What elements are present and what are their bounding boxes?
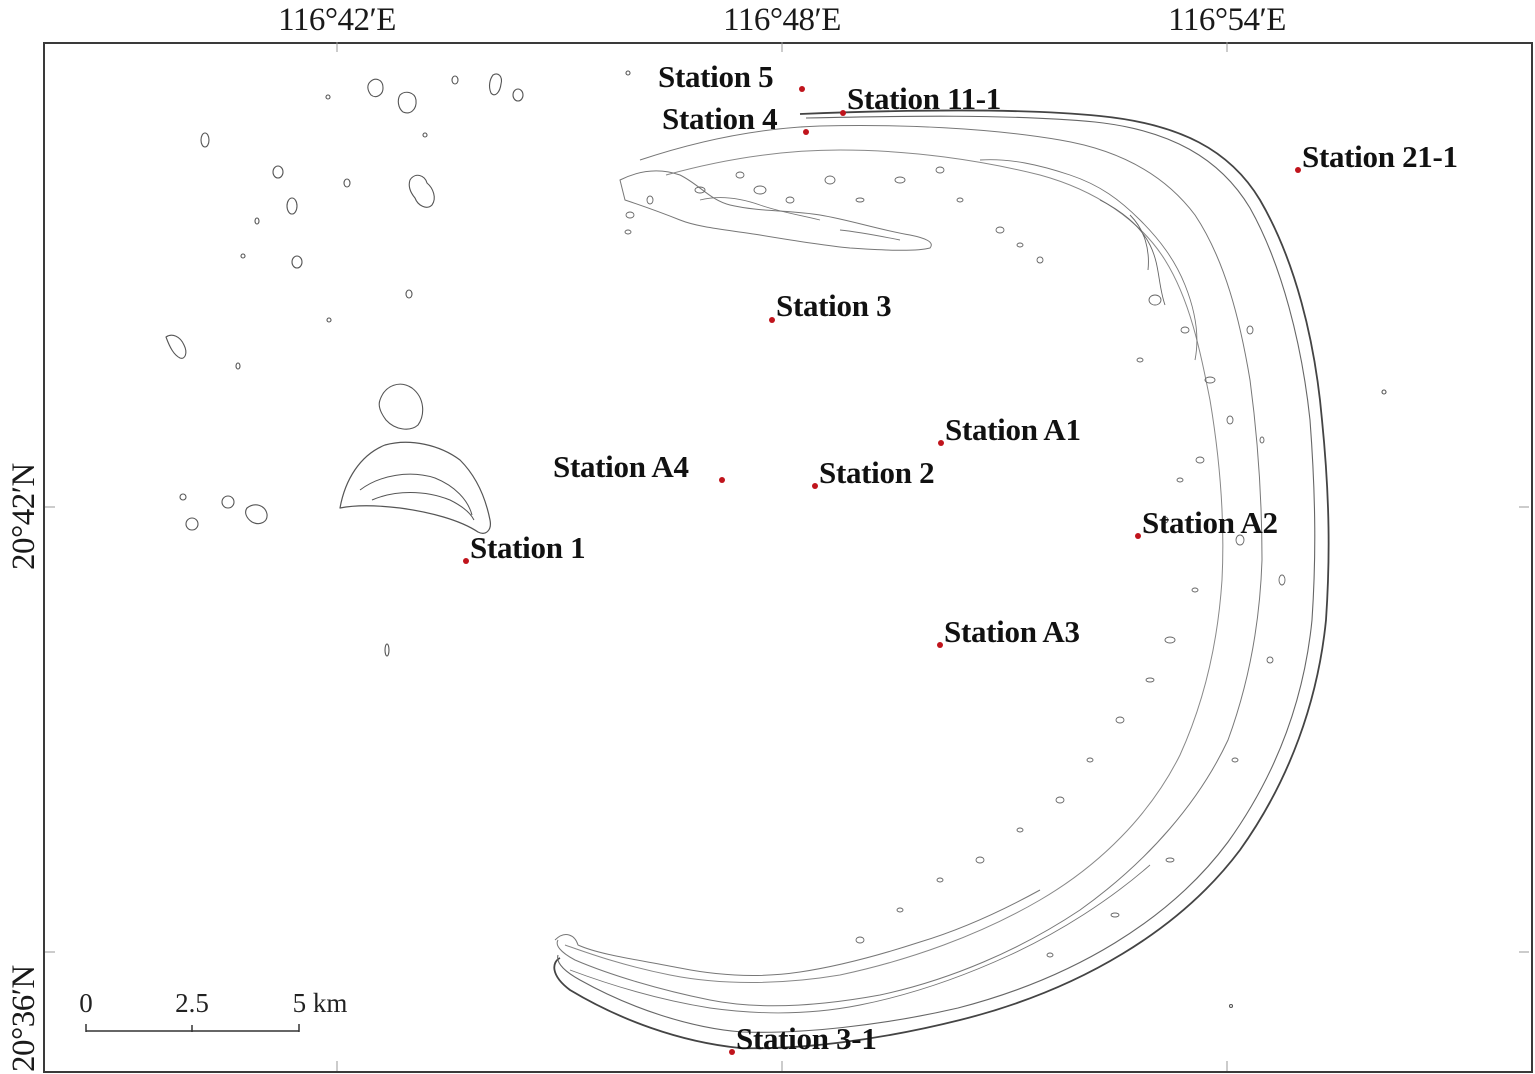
station-marker-icon: [799, 86, 805, 92]
station-marker-icon: [937, 642, 943, 648]
station-label: Station A2: [1142, 505, 1278, 540]
station-label: Station 3-1: [736, 1021, 877, 1056]
station-label: Station 11-1: [847, 81, 1002, 116]
station-marker-icon: [1135, 533, 1141, 539]
station-marker-icon: [719, 477, 725, 483]
station-marker-icon: [812, 483, 818, 489]
scale-label-end: 5 km: [292, 988, 348, 1018]
station-label: Station A1: [945, 412, 1081, 447]
station-label: Station 3: [776, 288, 892, 323]
station-label: Station 21-1: [1302, 139, 1458, 174]
station-label: Station 1: [470, 530, 586, 565]
station-label: Station 4: [662, 101, 778, 136]
longitude-label-1: 116°42′E: [278, 2, 396, 38]
station-marker-icon: [938, 440, 944, 446]
scale-label-mid: 2.5: [175, 988, 209, 1018]
longitude-label-3: 116°54′E: [1168, 2, 1286, 38]
station-marker-icon: [463, 558, 469, 564]
station-label: Station 5: [658, 59, 774, 94]
station-label: Station A4: [553, 449, 689, 484]
station-marker-icon: [729, 1049, 735, 1055]
station-label: Station A3: [944, 614, 1080, 649]
station-marker-icon: [1295, 167, 1301, 173]
longitude-label-2: 116°48′E: [723, 2, 841, 38]
scale-label-0: 0: [79, 988, 93, 1018]
station-marker-icon: [840, 110, 846, 116]
station-marker-icon: [769, 317, 775, 323]
station-label: Station 2: [819, 455, 935, 490]
station-marker-icon: [803, 129, 809, 135]
